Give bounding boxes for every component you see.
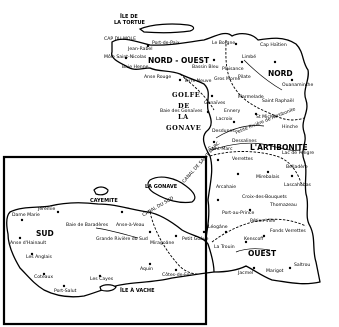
place-gros-morne: Gros Morne <box>214 76 241 82</box>
place-cotes-de-fer: Côtes-de-Fer <box>162 271 191 278</box>
place-grande-riviere-du-sud: Grande Rivière du Sud <box>96 235 148 242</box>
vache-island <box>99 284 117 292</box>
place-mirebalais: Mirebalais <box>256 174 280 180</box>
place-les-cayes: Les Cayes <box>90 276 114 282</box>
place-petit-goave: Petit Goâve <box>182 235 209 242</box>
place-baie-henne: Baie Henne <box>122 64 149 70</box>
southern-peninsula <box>6 202 215 298</box>
river <box>215 125 265 139</box>
place-belladere: Belladère <box>286 163 308 170</box>
place-baie-des-gonaives: Baie des Gonaïves <box>160 108 203 114</box>
place-lacroix: Lacroix <box>216 116 233 122</box>
place-ennery: Ennery <box>224 108 240 114</box>
place-jacmel: Jacmel <box>237 270 253 276</box>
place-anse-a-veau: Anse-à-Veau <box>116 221 145 228</box>
dept-boundary <box>225 39 305 121</box>
place-coteaux: Coteaux <box>34 274 53 280</box>
place-lascahobas: Lascahobas <box>284 182 312 188</box>
place-bassin-bleu: Bassin Bleu <box>192 64 219 70</box>
dept-boundary <box>179 73 215 111</box>
place-mole-st-nicolas: Môle Saint-Nicolas <box>104 53 147 60</box>
place-plaisance: Plaisance <box>222 66 244 72</box>
place-port-au-prince: Port-au-Prince <box>222 210 254 216</box>
place-cap-du-mole: CAP DU MOLE <box>104 36 136 42</box>
place-limbe: Limbé <box>242 53 256 60</box>
place-les-anglais: Les Anglais <box>26 254 52 260</box>
artibonite-river <box>211 142 301 151</box>
place-croix-des-bouquets: Croix-des-Bouquets <box>242 194 287 200</box>
dept-nord-ouest: NORD - OUEST <box>148 56 210 65</box>
place-desdunes: Desdunes <box>212 128 235 134</box>
dept-boundary <box>149 211 199 275</box>
place-marigot: Marigot <box>266 268 284 274</box>
cayemite-island <box>93 186 109 196</box>
place-saint-marc: Saint-Marc <box>208 146 233 152</box>
place-port-salut: Port-Salut <box>54 288 77 294</box>
place-st-michel: St Michel <box>256 114 277 120</box>
gulf-label-2: DE <box>178 102 190 110</box>
place-saltrou: Saltrou <box>294 262 310 268</box>
place-jeremie: Jérémie <box>37 205 56 212</box>
place-verrettes: Verrettes <box>232 156 253 162</box>
place-saint-raphael: Saint Raphaël <box>262 98 294 104</box>
dept-sud: SUD <box>36 229 54 238</box>
dept-ouest: OUEST <box>248 249 277 258</box>
tortue-label-1: ÎLE DE <box>120 12 138 20</box>
place-marmelade: Marmelade <box>238 94 264 100</box>
cayemite-label: CAYEMITE <box>90 198 118 204</box>
dept-artibonite: L'ARTIBONITE <box>250 143 308 152</box>
place-terre-neuve: Terre Neuve <box>183 78 212 84</box>
place-baie-de-baradere: Baie de Baradères <box>66 221 109 228</box>
place-anse-dhainault: Anse d'Hainault <box>10 240 46 246</box>
place-lac-peligre: Lac de Péligre <box>282 149 314 156</box>
place-anse-rouge: Anse Rouge <box>144 74 171 80</box>
mainland-north <box>111 32 321 285</box>
tortue-label-2: LA TORTUE <box>114 20 146 26</box>
place-la-trouin: La Trouin <box>214 244 235 250</box>
river <box>95 227 139 239</box>
river <box>235 248 271 253</box>
tortue-island <box>138 23 195 34</box>
place-aquin: Aquin <box>140 266 153 272</box>
place-petion-ville: Pétion-Ville <box>250 217 275 224</box>
place-thomazeau: Thomazeau <box>269 202 297 208</box>
dept-boundary <box>209 151 303 187</box>
dept-nord: NORD <box>268 69 293 78</box>
inset-frame <box>2 155 208 326</box>
place-le-borgne: Le Borgne <box>212 40 235 46</box>
place-ouanaminthe: Ouanaminthe <box>282 82 313 88</box>
gulf-label-1: GOLFE <box>172 91 200 99</box>
gonave-island <box>147 176 196 204</box>
river <box>243 59 283 91</box>
place-hinche: Hinche <box>282 124 298 130</box>
place-gonaives: Gonaïves <box>204 100 226 106</box>
gulf-label-3: LA <box>178 113 189 121</box>
place-cap-haitien: Cap Haïtien <box>260 42 287 48</box>
vache-label: ÎLE À VACHE <box>120 286 155 294</box>
place-dame-marie: Dame Marie <box>12 212 40 218</box>
place-arcahaie: Arcahaie <box>216 184 236 190</box>
place-jean-rabel: Jean-Rabel <box>127 46 153 52</box>
place-miragoane: Miragoâne <box>150 239 174 246</box>
place-leogane: Léogâne <box>208 223 228 230</box>
gonave-label: LA GONAVE <box>145 184 178 190</box>
town-markers <box>18 42 294 288</box>
place-pilate: Pilate <box>238 74 251 80</box>
place-port-de-paix: Port-de-Paix <box>152 40 180 46</box>
place-kenscoff: Kenscoff <box>244 236 264 242</box>
place-dessalines: Dessalines <box>232 138 257 144</box>
gulf-label-4: GONAVE <box>166 124 201 132</box>
place-fonds-verrettes: Fonds Verrettes <box>270 228 306 234</box>
